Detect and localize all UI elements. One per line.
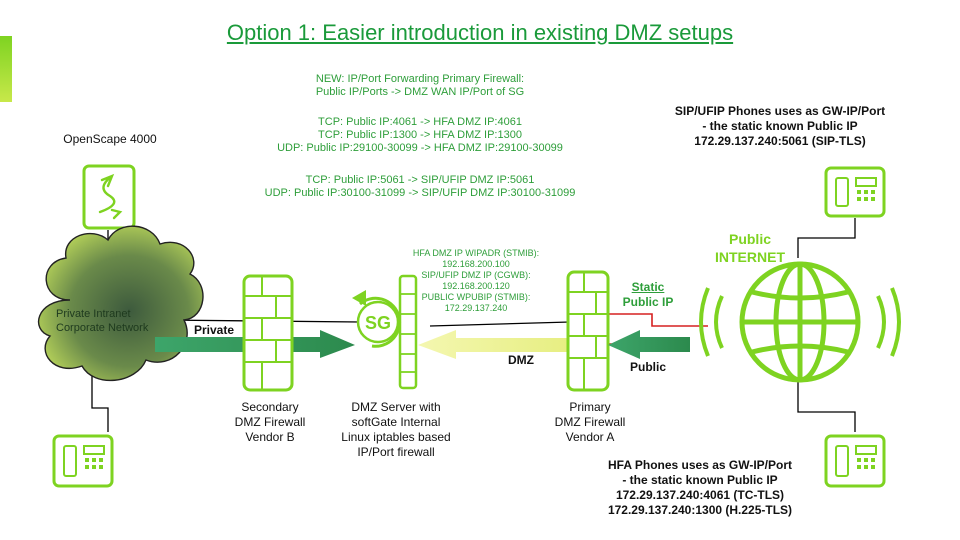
forwarding-rule: TCP: Public IP:1300 -> HFA DMZ IP:1300 — [318, 129, 522, 141]
sip-info-line: SIP/UFIP Phones uses as GW-IP/Port — [674, 104, 886, 118]
dmz-server-firewall-icon — [398, 274, 418, 390]
sip-info-line: - the static known Public IP — [702, 119, 858, 133]
private-intranet-cloud — [37, 225, 204, 382]
internet-label-line: Public — [728, 231, 771, 247]
cloud-label-line: Corporate Network — [56, 322, 149, 334]
dmz-zone-label: DMZ — [508, 353, 534, 367]
phone-icon — [52, 434, 114, 488]
dmz-ip-line: 192.168.200.120 — [442, 281, 510, 291]
sip-info-line: 172.29.137.240:5061 (SIP-TLS) — [694, 134, 866, 148]
cloud-label: Private Intranet Corporate Network — [56, 307, 148, 335]
hfa-info-line: - the static known Public IP — [622, 473, 778, 487]
forwarding-rules-hfa: TCP: Public IP:4061 -> HFA DMZ IP:4061 T… — [220, 116, 620, 155]
static-public-ip-label: Static Public IP — [610, 280, 686, 310]
softgate-icon — [352, 290, 402, 348]
dmz-ip-line: HFA DMZ IP WIPADR (STMIB): — [412, 248, 540, 258]
dmz-ip-line: SIP/UFIP DMZ IP (CGWB): — [421, 270, 531, 280]
static-ip-line: Static — [631, 280, 665, 294]
dmz-server-line: Linux iptables based — [341, 430, 451, 444]
phone-keypads — [85, 190, 875, 469]
phone-icon — [824, 166, 886, 218]
primary-fw-line: DMZ Firewall — [554, 415, 626, 429]
dmz-server-line: IP/Port firewall — [357, 445, 435, 459]
secondary-fw-line: DMZ Firewall — [234, 415, 306, 429]
hfa-info-line: 172.29.137.240:1300 (H.225-TLS) — [607, 503, 793, 517]
sg-label: SG — [365, 313, 391, 333]
forwarding-heading-line: NEW: IP/Port Forwarding Primary Firewall… — [315, 73, 525, 85]
hfa-info-line: 172.29.137.240:4061 (TC-TLS) — [615, 488, 785, 502]
dmz-ip-addresses: HFA DMZ IP WIPADR (STMIB): 192.168.200.1… — [408, 248, 544, 314]
internet-label-line: INTERNET — [715, 249, 785, 265]
static-ip-line: Public IP — [622, 295, 674, 309]
primary-firewall-icon — [566, 270, 610, 392]
forwarding-rules-sip: TCP: Public IP:5061 -> SIP/UFIP DMZ IP:5… — [220, 174, 620, 200]
hfa-phones-info: HFA Phones uses as GW-IP/Port - the stat… — [570, 458, 830, 518]
forwarding-rule: TCP: Public IP:4061 -> HFA DMZ IP:4061 — [318, 116, 522, 128]
phone-icon — [824, 434, 886, 488]
static-ip-link — [602, 313, 708, 327]
forwarding-heading: NEW: IP/Port Forwarding Primary Firewall… — [220, 73, 620, 99]
dmz-ip-line: PUBLIC WPUBIP (STMIB): — [421, 292, 531, 302]
primary-fw-line: Primary — [569, 400, 611, 414]
secondary-fw-line: Secondary — [241, 400, 299, 414]
cloud-label-line: Private Intranet — [56, 308, 131, 320]
private-zone-label: Private — [194, 323, 235, 337]
dmz-server-line: DMZ Server with — [351, 400, 441, 414]
openscape-label: OpenScape 4000 — [63, 132, 157, 146]
hfa-info-line: HFA Phones uses as GW-IP/Port — [607, 458, 793, 472]
secondary-fw-line: Vendor B — [245, 430, 295, 444]
dmz-flow-arrow — [418, 330, 575, 359]
accent-bar — [0, 36, 12, 102]
forwarding-rule: TCP: Public IP:5061 -> SIP/UFIP DMZ IP:5… — [305, 174, 535, 186]
dmz-server-line: softGate Internal — [351, 415, 441, 429]
openscape-server-icon — [82, 164, 136, 230]
dmz-ip-line: 192.168.200.100 — [442, 259, 510, 269]
public-flow-arrow — [608, 330, 690, 359]
secondary-firewall-label: Secondary DMZ Firewall Vendor B — [210, 400, 330, 445]
primary-firewall-label: Primary DMZ Firewall Vendor A — [530, 400, 650, 445]
primary-fw-line: Vendor A — [565, 430, 615, 444]
sip-phones-info: SIP/UFIP Phones uses as GW-IP/Port - the… — [640, 104, 920, 149]
page-title: Option 1: Easier introduction in existin… — [226, 20, 734, 45]
forwarding-rule: UDP: Public IP:30100-31099 -> SIP/UFIP D… — [264, 187, 576, 199]
dmz-server-label: DMZ Server with softGate Internal Linux … — [326, 400, 466, 460]
public-zone-label: Public — [630, 360, 667, 374]
forwarding-heading-line: Public IP/Ports -> DMZ WAN IP/Port of SG — [315, 86, 525, 98]
forwarding-rule: UDP: Public IP:29100-30099 -> HFA DMZ IP… — [277, 142, 563, 154]
dmz-ip-line: 172.29.137.240 — [444, 303, 508, 313]
internet-label: Public INTERNET — [690, 230, 810, 266]
internet-globe-icon — [699, 261, 901, 383]
secondary-firewall-icon — [242, 274, 294, 392]
